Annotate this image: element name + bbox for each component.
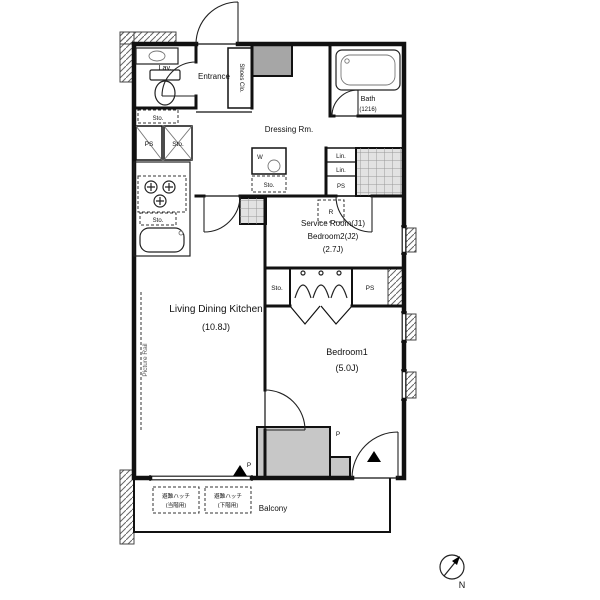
exterior-walls (131, 41, 407, 481)
escape-marker-triangle-1 (233, 465, 247, 476)
bedroom1-size-label: (5.0J) (335, 363, 358, 373)
sto-label-4: Sto. (153, 218, 164, 224)
doors (161, 1, 399, 479)
entrance-door-arc (195, 1, 239, 45)
sto-label-1: Sto. (153, 116, 164, 122)
pillar-label-2: P (247, 462, 251, 469)
bathtub (335, 49, 401, 91)
structure-hatch-bottom-left (119, 469, 135, 545)
sto-label-5: Sto. (271, 285, 283, 292)
service-room-label-2: Bedroom2(J2) (308, 232, 359, 241)
windows (149, 225, 407, 481)
shoes-closet-label: Shoes Clo. (238, 63, 244, 93)
window-right-3 (401, 369, 407, 401)
bath-size-label: (1216) (359, 107, 376, 113)
compass-circle (439, 554, 465, 580)
pipe-shaft-right-grid (356, 148, 404, 196)
entrance-label: Entrance (198, 72, 231, 81)
pipe-block-bottom-ext (329, 456, 351, 479)
pipe-block-bottom (256, 426, 331, 479)
picture-rail-label: Picture Rail (142, 343, 149, 377)
ldk-bedroom1-door-arc (264, 389, 306, 431)
escape-hatch2-label-line2: (下階用) (218, 501, 239, 509)
refrigerator-space (317, 199, 345, 223)
window-right-2 (401, 311, 407, 343)
balcony-label: Balcony (259, 504, 287, 513)
window-ledge-3 (405, 371, 417, 399)
entrance-shaft (251, 43, 293, 77)
kitchen-sink (139, 227, 185, 253)
service-room-door-arc (335, 195, 373, 233)
closet-bifold-doors (289, 305, 353, 325)
hall-ldk-door-arc (203, 195, 241, 233)
threshold-lines (196, 43, 398, 479)
walls (131, 41, 407, 481)
toilet (149, 69, 181, 106)
window-right-1 (401, 225, 407, 255)
room-labels: Lav. Entrance Shoes Clo. Sto. PS Sto. Ba… (142, 63, 377, 513)
lav-vanity (135, 47, 179, 65)
kitchen-counter (133, 161, 191, 257)
washing-machine (251, 147, 287, 193)
lin-label-1: Lin. (336, 154, 346, 160)
sto-label-3: Sto. (264, 183, 275, 189)
escape-hatch1-label-line2: (当階用) (166, 501, 187, 509)
pillar-label-1: P (336, 431, 340, 438)
corridor-shaft-grid (240, 198, 266, 224)
bath-door-arc (331, 89, 359, 117)
balcony-railing (133, 478, 391, 533)
escape-hatch1-label-line1: 避難ハッチ (162, 492, 190, 500)
fixtures (133, 47, 401, 299)
thresholds (140, 43, 398, 479)
sto-label-2: Sto. (172, 141, 184, 148)
ps-label-3: PS (366, 285, 375, 292)
ldk-label: Living Dining Kitchen (169, 304, 262, 315)
ps-label-1: PS (145, 141, 154, 148)
closet-hangers (294, 270, 348, 299)
north-label: N (459, 580, 466, 590)
ldk-size-label: (10.8J) (202, 322, 230, 332)
ps-label-2: PS (337, 184, 345, 190)
service-room-size-label: (2.7J) (323, 245, 344, 254)
closet-ps-hatch (387, 267, 405, 307)
escape-marker-triangle-2 (367, 451, 381, 462)
dressing-room-label: Dressing Rm. (265, 125, 313, 134)
lin-label-2: Lin. (336, 168, 346, 174)
escape-hatch-box-2 (204, 486, 252, 514)
refrigerator-label: R (329, 209, 334, 216)
window-ledge-2 (405, 313, 417, 341)
shoes-closet-box (227, 47, 253, 109)
washer-label: W (257, 155, 263, 161)
shafts (239, 43, 405, 479)
compass: N (439, 554, 466, 590)
linen-cabinet-shelves (326, 161, 356, 177)
window-ledge-1 (405, 227, 417, 253)
markers (233, 451, 381, 476)
balcony (133, 478, 391, 533)
lav-door-arc (161, 61, 197, 97)
escape-hatch-box-1 (152, 486, 200, 514)
compass-arrowhead (452, 556, 460, 565)
escape-hatch2-label-line1: 避難ハッチ (214, 492, 242, 500)
bedroom1-label: Bedroom1 (326, 347, 368, 357)
storage-boxes-left (135, 109, 193, 161)
service-room-label-1: Service Room(J1) (301, 219, 365, 228)
bedroom1-balcony-door-arc (351, 431, 399, 479)
stove-burners (144, 180, 176, 208)
lav-label: Lav. (158, 63, 171, 72)
bath-label: Bath (361, 94, 376, 103)
window-ldk-south (149, 475, 253, 481)
